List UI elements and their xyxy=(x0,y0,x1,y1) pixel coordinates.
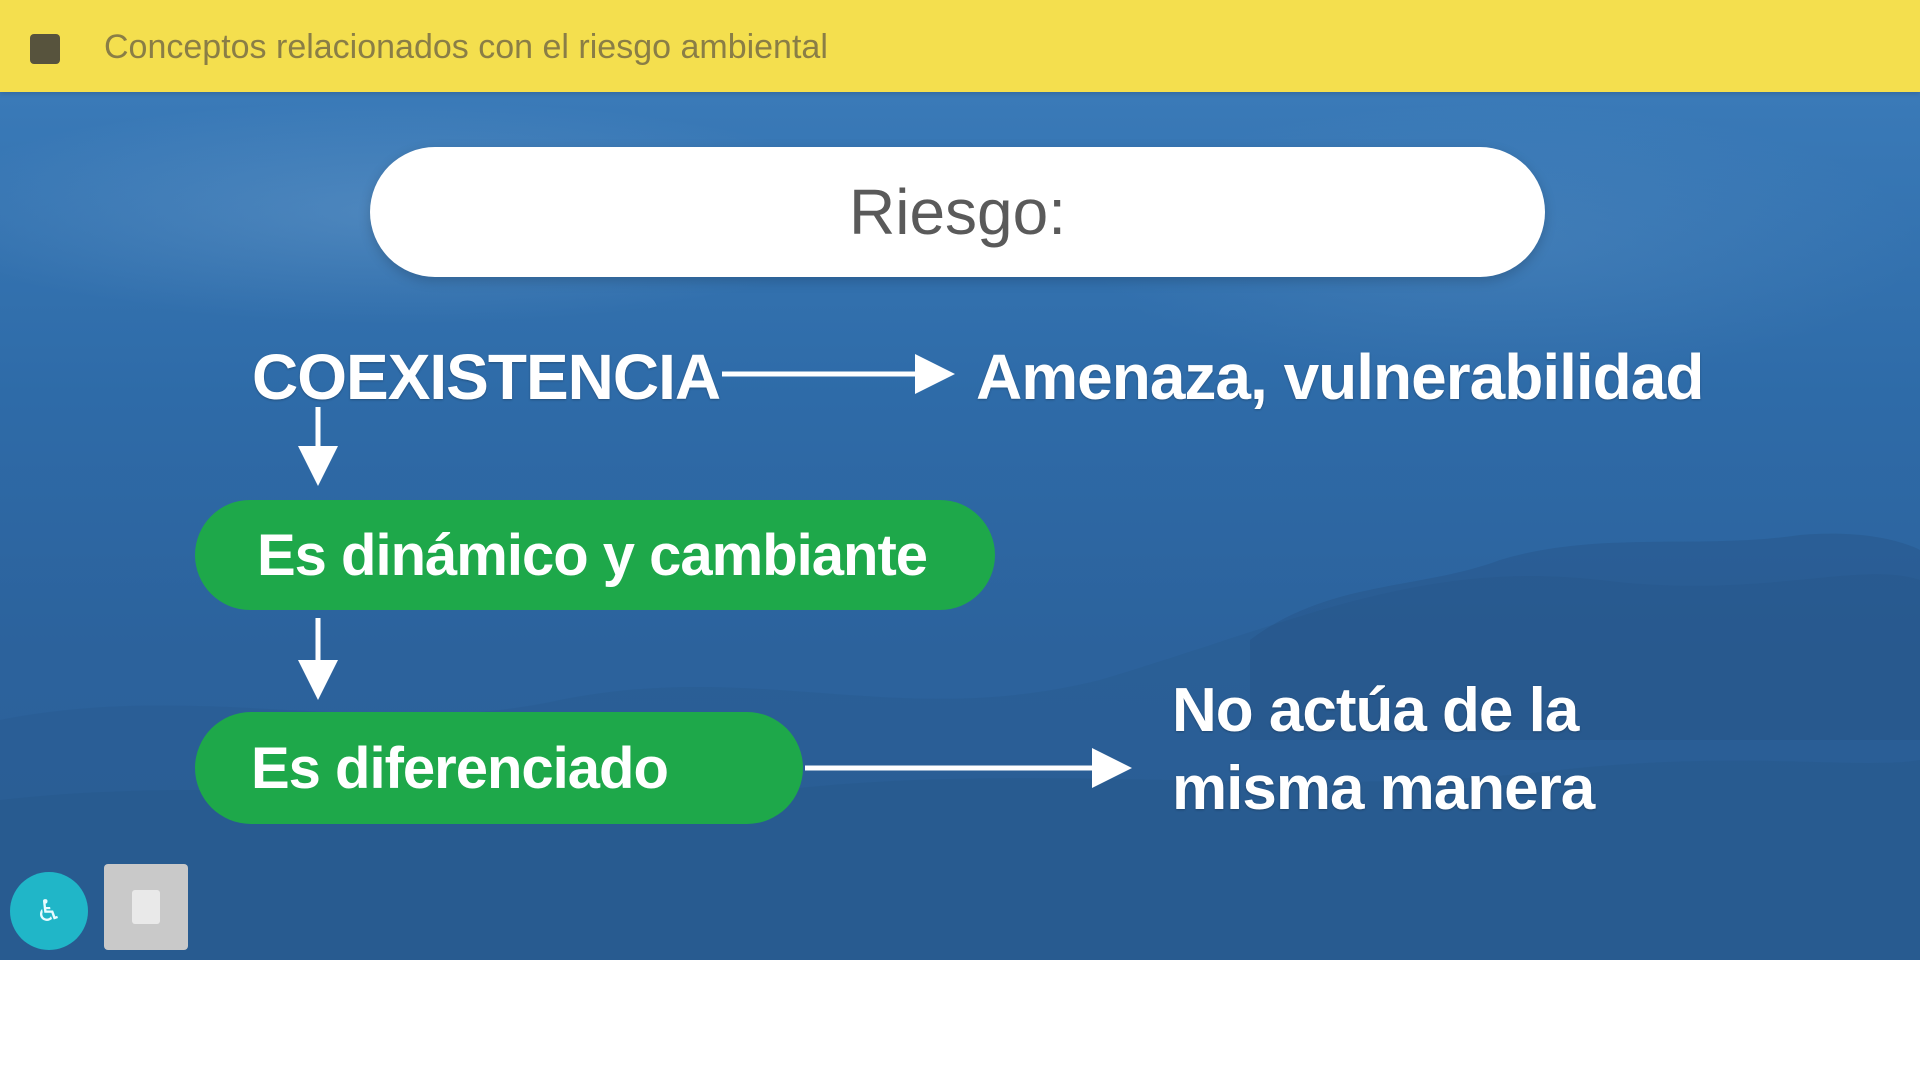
diferenciado-pill: Es diferenciado xyxy=(195,712,803,824)
no-actua-text: No actúa de la misma manera xyxy=(1172,672,1595,828)
no-actua-line-1: No actúa de la xyxy=(1172,676,1579,745)
accessibility-button[interactable]: ♿ xyxy=(10,872,88,950)
menu-icon[interactable] xyxy=(30,34,60,64)
dinamico-pill: Es dinámico y cambiante xyxy=(195,500,995,610)
heading-pill: Riesgo: xyxy=(370,147,1545,277)
no-actua-line-2: misma manera xyxy=(1172,754,1595,823)
coexistencia-text: COEXISTENCIA xyxy=(252,341,721,413)
slide-canvas: Riesgo: COEXISTENCIA Amenaza, vulnerabil… xyxy=(0,92,1920,960)
diferenciado-text: Es diferenciado xyxy=(251,735,669,801)
top-header-bar: Conceptos relacionados con el riesgo amb… xyxy=(0,0,1920,92)
page-title: Conceptos relacionados con el riesgo amb… xyxy=(104,28,828,66)
heading-text: Riesgo: xyxy=(849,176,1066,248)
accessibility-icon: ♿ xyxy=(35,893,63,929)
amenaza-text: Amenaza, vulnerabilidad xyxy=(976,341,1704,413)
document-icon xyxy=(132,890,160,924)
dinamico-text: Es dinámico y cambiante xyxy=(257,522,928,588)
document-button[interactable] xyxy=(104,864,188,950)
